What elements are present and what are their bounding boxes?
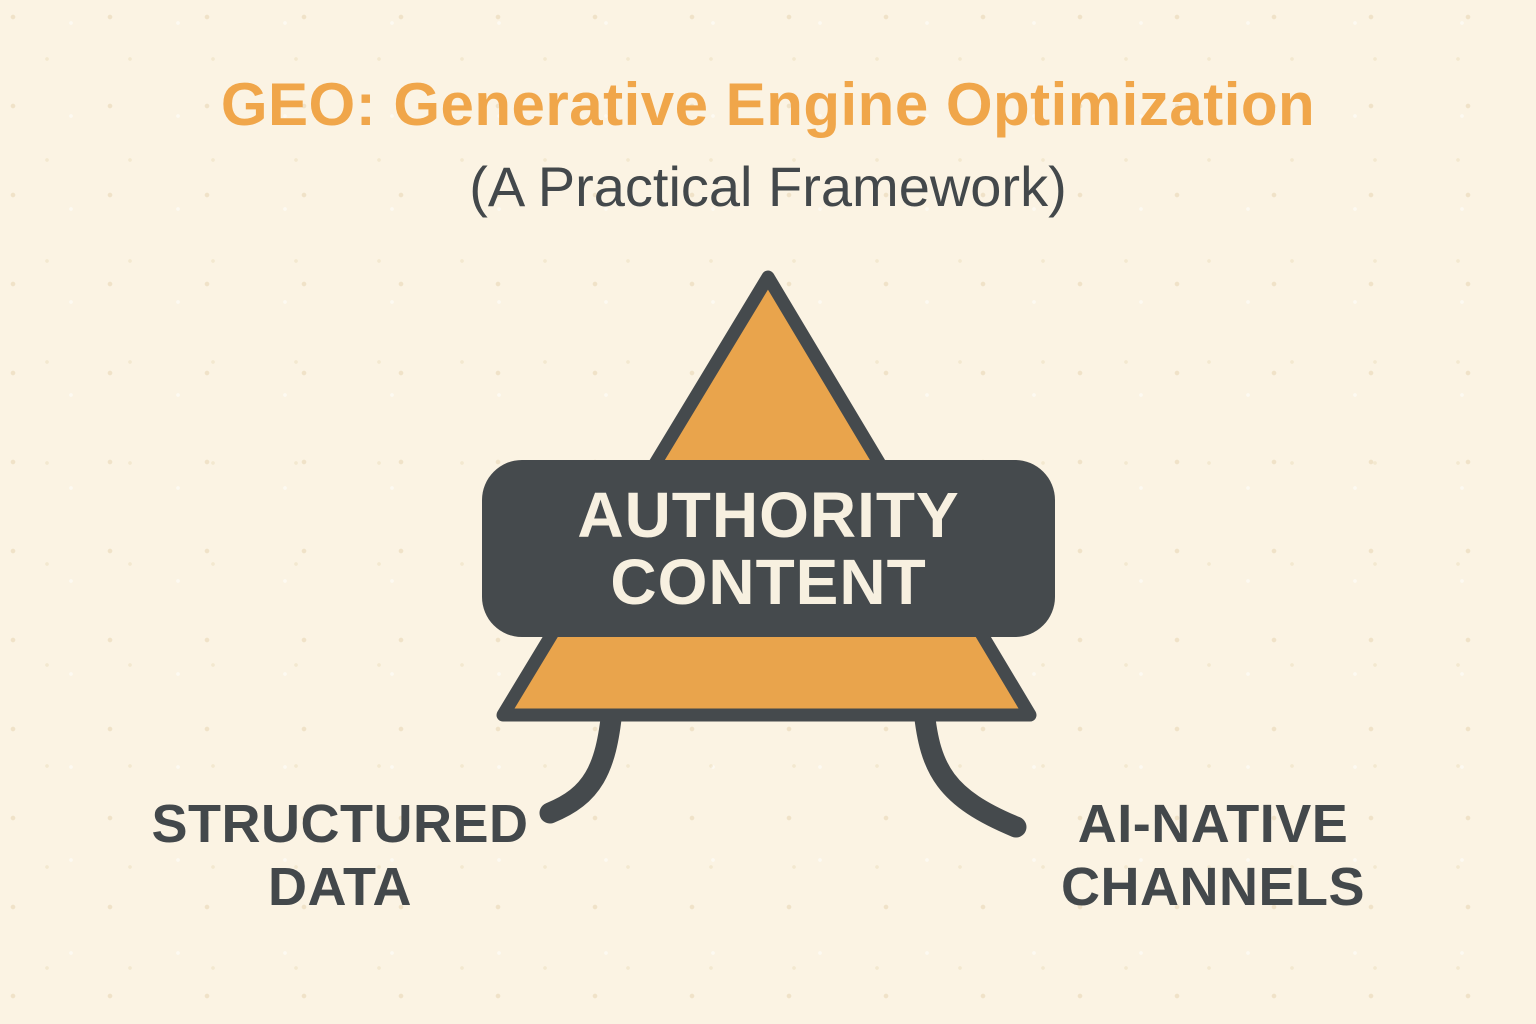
page-title: GEO: Generative Engine Optimization <box>220 71 1316 138</box>
structured-data-label: STRUCTURED DATA <box>90 793 590 919</box>
left-leg-curve <box>539 699 623 824</box>
ai-native-channels-label: AI-NATIVE CHANNELS <box>963 793 1463 919</box>
ai-native-channels-line-1: AI-NATIVE <box>1077 794 1349 854</box>
banner-line-1: AUTHORITY <box>577 478 960 551</box>
page-subtitle: (A Practical Framework) <box>469 155 1067 218</box>
structured-data-line-2: DATA <box>268 857 412 917</box>
authority-banner-label: AUTHORITY CONTENT <box>482 460 1055 637</box>
authority-banner <box>482 460 1055 637</box>
right-leg-curve <box>913 699 1027 838</box>
banner-line-2: CONTENT <box>610 545 927 618</box>
structured-data-line-1: STRUCTURED <box>151 794 529 854</box>
ai-native-channels-line-2: CHANNELS <box>1060 857 1365 917</box>
